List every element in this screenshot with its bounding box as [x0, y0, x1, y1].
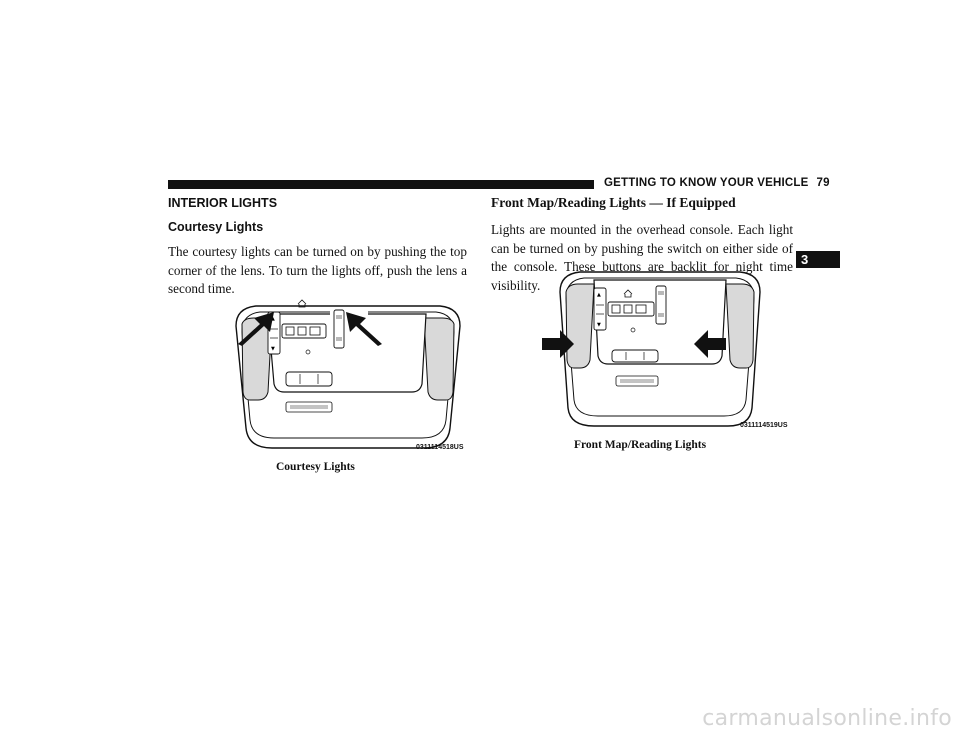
paragraph-courtesy: The courtesy lights can be turned on by …	[168, 244, 467, 296]
section-title: INTERIOR LIGHTS	[168, 196, 278, 210]
arrow-left-icon	[694, 330, 726, 358]
svg-text:▲: ▲	[597, 292, 601, 298]
map-lights-illustration: ▲ ▼	[542, 271, 761, 427]
right-column: Front Map/Reading Lights — If Equipped L…	[491, 195, 793, 295]
subsection-title-courtesy: Courtesy Lights	[168, 220, 264, 234]
figure-code-courtesy: 0311114518US	[416, 444, 464, 451]
svg-text:▼: ▼	[271, 346, 275, 352]
page-number: 79	[816, 177, 830, 189]
arrow-right-icon	[542, 330, 574, 358]
header-rule	[168, 180, 594, 189]
svg-text:▲: ▲	[271, 316, 275, 322]
subsection-title-map-lights: Front Map/Reading Lights — If Equipped	[491, 195, 736, 210]
chapter-tab: 3	[796, 251, 840, 268]
arrow-up-left-icon	[346, 312, 382, 346]
courtesy-lights-figure: ▲ ▼ 0311114518US	[228, 296, 468, 460]
map-lights-figure: ▲ ▼ 0311114519US	[540, 268, 790, 436]
svg-text:▼: ▼	[597, 322, 601, 328]
paragraph-map-lights: Lights are mounted in the overhead conso…	[491, 222, 793, 293]
chapter-title: GETTING TO KNOW YOUR VEHICLE	[604, 177, 809, 189]
running-header: GETTING TO KNOW YOUR VEHICLE 79	[604, 177, 830, 189]
overhead-console-illustration: ▲ ▼	[235, 299, 461, 449]
figure-code-map-lights: 0311114519US	[740, 422, 788, 429]
watermark: carmanualsonline.info	[702, 706, 952, 731]
arrow-up-right-icon	[238, 312, 274, 346]
left-column: INTERIOR LIGHTS Courtesy Lights The cour…	[168, 195, 467, 299]
caption-map-lights: Front Map/Reading Lights	[574, 439, 707, 451]
caption-courtesy: Courtesy Lights	[276, 461, 355, 473]
